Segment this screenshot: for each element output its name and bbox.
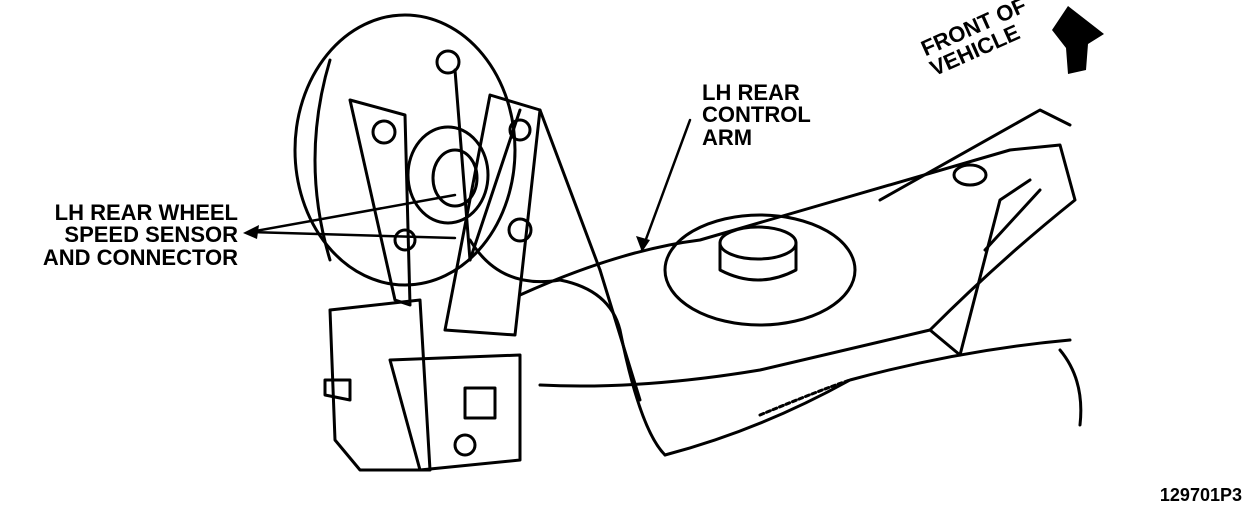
label-line: ARM	[702, 124, 753, 150]
control-arm	[518, 108, 1077, 402]
label-line: AND CONNECTOR	[42, 244, 238, 270]
pointer-arrowhead-icon	[243, 225, 259, 239]
sensor-harness	[468, 178, 1083, 457]
figure-code: 129701P3	[1159, 484, 1242, 505]
label-line: LH REAR	[702, 80, 800, 105]
label-line: LH REAR WHEEL	[54, 200, 238, 225]
label-control-arm: LH REAR CONTROL ARM	[702, 80, 811, 150]
shock-absorber	[443, 93, 602, 337]
label-line: CONTROL	[702, 102, 811, 128]
mount-bracket	[348, 68, 472, 307]
label-line: SPEED SENSOR	[64, 222, 238, 248]
label-wheel-speed-sensor: LH REAR WHEEL SPEED SENSOR AND CONNECTOR	[42, 200, 238, 270]
lower-bracket	[323, 298, 522, 472]
pointer-arrowhead-icon	[636, 236, 650, 252]
brake-drum	[293, 13, 517, 287]
leader-lines	[248, 118, 692, 252]
front-arrow-icon	[1052, 6, 1104, 74]
